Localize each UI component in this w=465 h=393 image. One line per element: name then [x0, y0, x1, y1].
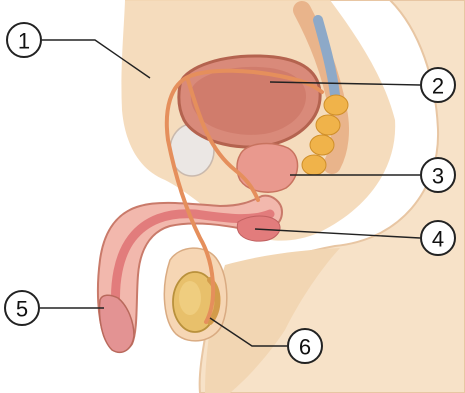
callout-6-label: 6 — [299, 335, 311, 360]
callout-3-label: 3 — [432, 164, 444, 189]
testis-inner — [179, 281, 201, 315]
callout-6: 6 — [288, 329, 322, 363]
callout-2-label: 2 — [432, 74, 444, 99]
callout-1: 1 — [7, 23, 41, 57]
callout-5-label: 5 — [16, 297, 28, 322]
callout-4-label: 4 — [432, 227, 444, 252]
callout-3: 3 — [421, 158, 455, 192]
callout-2: 2 — [421, 68, 455, 102]
seminal-vesicle-b — [316, 115, 340, 135]
seminal-vesicle-c — [310, 135, 334, 155]
seminal-vesicle-d — [302, 155, 326, 175]
callout-5: 5 — [5, 291, 39, 325]
seminal-vesicle-a — [324, 95, 348, 115]
callout-1-label: 1 — [18, 29, 30, 54]
callout-4: 4 — [421, 221, 455, 255]
prostate — [237, 144, 298, 193]
